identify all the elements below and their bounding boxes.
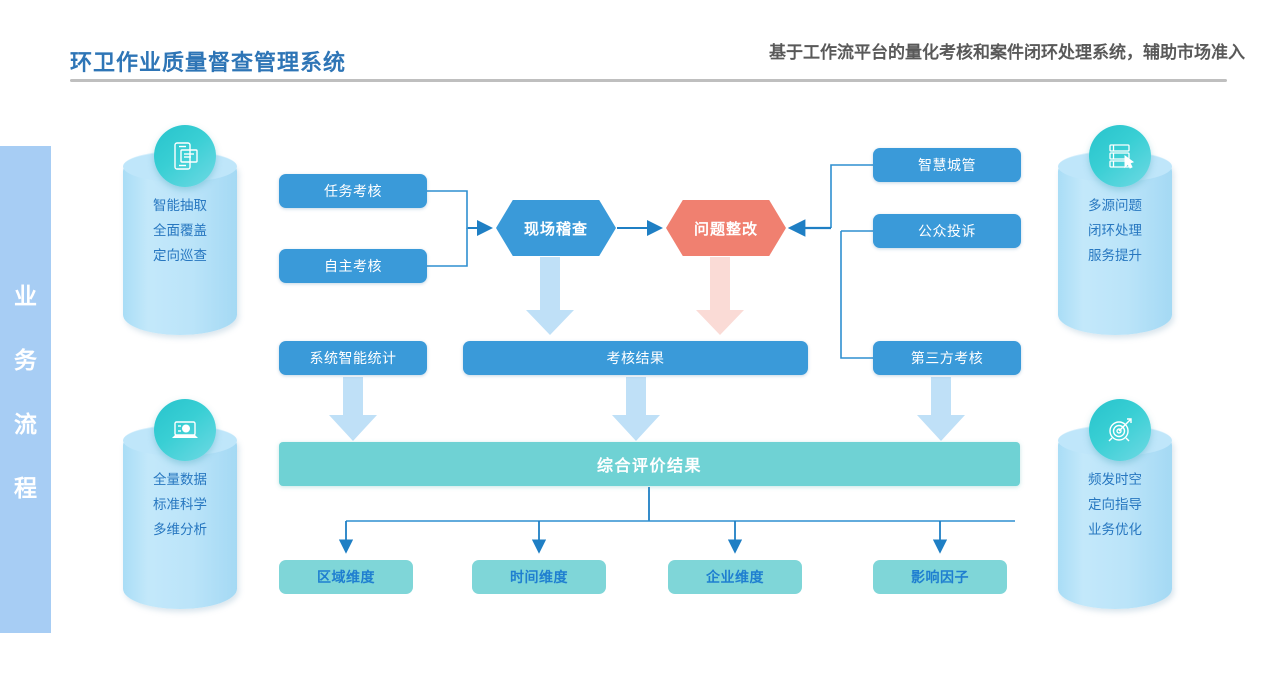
cylinder-multi-source-issue[interactable]: 多源问题 闭环处理 服务提升 [1058, 125, 1172, 335]
cylinder-line: 业务优化 [1088, 522, 1142, 538]
cylinder-line: 闭环处理 [1088, 223, 1142, 239]
cylinder-smart-extraction[interactable]: 智能抽取 全面覆盖 定向巡查 [123, 125, 237, 335]
cylinder-full-data[interactable]: 全量数据 标准科学 多维分析 [123, 399, 237, 609]
tablet-document-icon [154, 125, 216, 187]
side-band-char-1: 业 [14, 283, 37, 310]
cylinder-line: 定向巡查 [153, 248, 207, 264]
side-band-label: 业 务 流 程 [0, 146, 51, 633]
node-self-assessment[interactable]: 自主考核 [279, 249, 427, 283]
page-title: 环卫作业质量督查管理系统 [70, 51, 347, 76]
side-band-char-4: 程 [14, 475, 37, 502]
cylinder-lines: 频发时空 定向指导 业务优化 [1058, 468, 1172, 543]
node-public-complaint[interactable]: 公众投诉 [873, 214, 1021, 248]
cylinder-line: 定向指导 [1088, 497, 1142, 513]
page-subtitle: 基于工作流平台的量化考核和案件闭环处理系统，辅助市场准入 [769, 43, 1245, 63]
dimension-time[interactable]: 时间维度 [472, 560, 606, 594]
node-system-statistics[interactable]: 系统智能统计 [279, 341, 427, 375]
cylinder-line: 多源问题 [1088, 198, 1142, 214]
ticket-list-cursor-icon [1089, 125, 1151, 187]
cylinder-line: 频发时空 [1088, 472, 1142, 488]
cylinder-lines: 智能抽取 全面覆盖 定向巡查 [123, 194, 237, 269]
node-problem-rectification[interactable]: 问题整改 [666, 200, 786, 256]
dimension-factor[interactable]: 影响因子 [873, 560, 1007, 594]
cylinder-lines: 多源问题 闭环处理 服务提升 [1058, 194, 1172, 269]
cylinder-line: 全面覆盖 [153, 223, 207, 239]
cylinder-line: 全量数据 [153, 472, 207, 488]
cylinder-lines: 全量数据 标准科学 多维分析 [123, 468, 237, 543]
node-assessment-result[interactable]: 考核结果 [463, 341, 808, 375]
side-band: 业 务 流 程 [0, 146, 51, 633]
side-band-char-3: 流 [14, 411, 37, 438]
cylinder-line: 标准科学 [153, 497, 207, 513]
dimension-company[interactable]: 企业维度 [668, 560, 802, 594]
dimension-region[interactable]: 区域维度 [279, 560, 413, 594]
cylinder-line: 服务提升 [1088, 248, 1142, 264]
target-arrow-icon [1089, 399, 1151, 461]
node-smart-city-management[interactable]: 智慧城管 [873, 148, 1021, 182]
laptop-chart-icon [154, 399, 216, 461]
cylinder-business-optimize[interactable]: 频发时空 定向指导 业务优化 [1058, 399, 1172, 609]
node-third-party-assessment[interactable]: 第三方考核 [873, 341, 1021, 375]
cylinder-line: 智能抽取 [153, 198, 207, 214]
side-band-char-2: 务 [14, 347, 37, 374]
header-divider [70, 79, 1227, 82]
node-site-inspection[interactable]: 现场稽查 [496, 200, 616, 256]
cylinder-line: 多维分析 [153, 522, 207, 538]
node-comprehensive-result[interactable]: 综合评价结果 [279, 442, 1020, 486]
node-task-assessment[interactable]: 任务考核 [279, 174, 427, 208]
